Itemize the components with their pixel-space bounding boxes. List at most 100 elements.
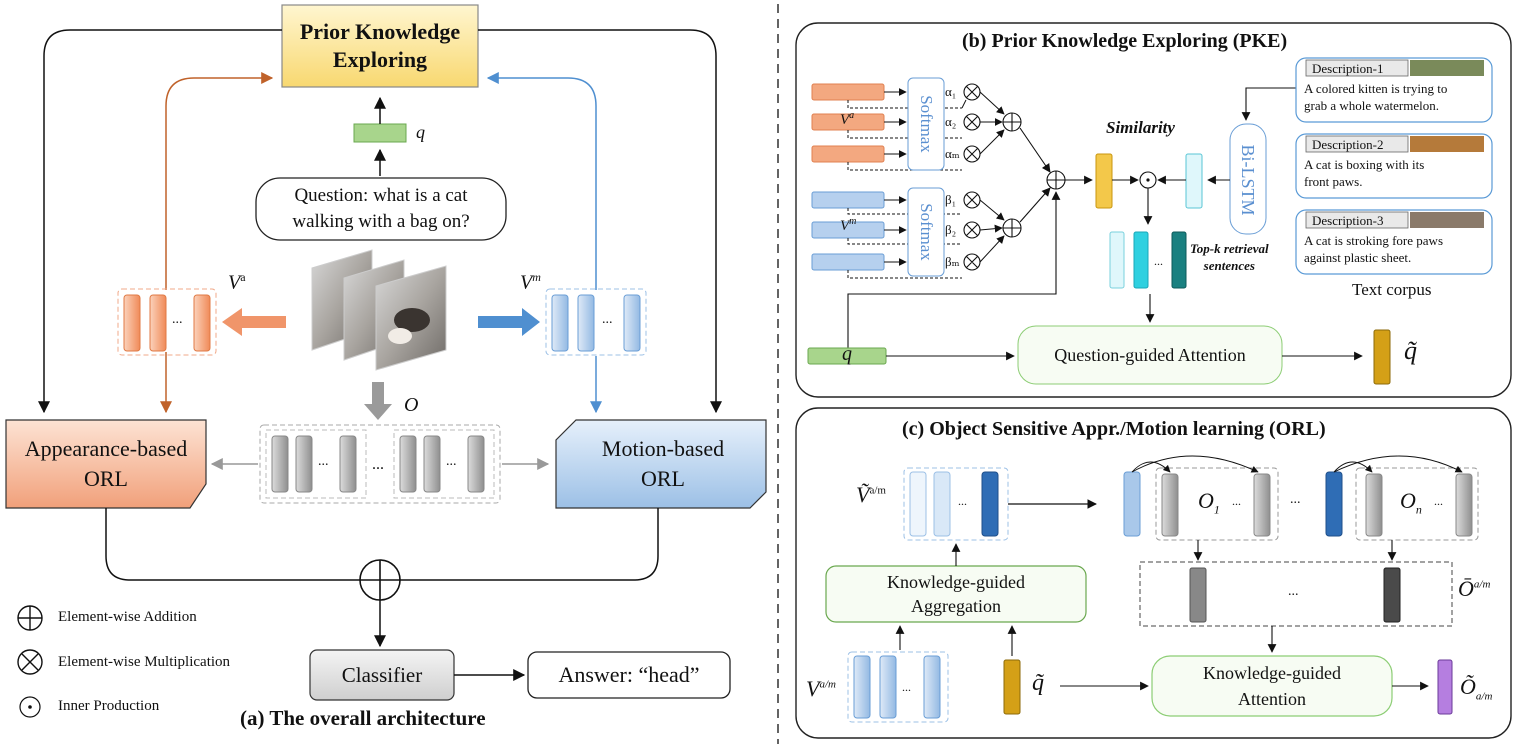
o-ellipsis-2: ... <box>372 456 384 473</box>
caption-a: (a) The overall architecture <box>240 706 486 730</box>
topk-feature <box>1171 231 1187 289</box>
on-label: On <box>1400 488 1422 517</box>
description-1-title: Description-1 <box>1312 61 1384 76</box>
va-ellipsis: ... <box>172 312 183 327</box>
topk-ellipsis: ... <box>1154 254 1163 268</box>
between-ellipsis: ... <box>1290 492 1301 507</box>
object-feature <box>467 435 485 493</box>
o-ellipsis-1: ... <box>318 454 329 469</box>
o1-label: O1 <box>1198 488 1220 517</box>
softmax-beta-box <box>907 187 945 277</box>
legend-mul-icon <box>17 649 43 675</box>
v-am-label: Va/m <box>806 676 836 701</box>
object-feature <box>399 435 417 493</box>
o-bar-label: Ōa/m <box>1458 576 1491 601</box>
legend-add-icon <box>17 605 43 631</box>
topk-label: Top-k retrieval sentences <box>1190 241 1269 273</box>
answer-text: Answer: “head” <box>558 662 700 687</box>
object-feature <box>339 435 357 493</box>
vm-feature <box>551 294 569 352</box>
o-tilde-label: Õa/m <box>1460 674 1493 703</box>
topk-feature <box>1109 231 1125 289</box>
vm-feature <box>623 294 641 352</box>
legend-inner-label: Inner Production <box>58 698 160 714</box>
loop-left <box>38 29 282 414</box>
inner-product-icon <box>1139 171 1157 189</box>
q-line <box>847 191 1061 350</box>
gray-down-arrow-icon <box>364 382 392 420</box>
q-tilde-label: q̃ <box>1404 336 1417 365</box>
description-2-text: A cat is boxing with its front paws. <box>1304 157 1425 189</box>
alpha-m: αₘ <box>945 146 960 161</box>
va-feature <box>123 294 141 352</box>
q-tilde-feature <box>1373 329 1391 385</box>
softmax-beta: Softmax <box>917 203 936 261</box>
question-box <box>255 177 507 241</box>
qga-text: Question-guided Attention <box>1054 344 1246 365</box>
beta-1: β₁ <box>945 192 957 207</box>
panel-c <box>795 407 1512 739</box>
description-1-text: A colored kitten is trying to grab a who… <box>1304 81 1448 113</box>
va-features-group <box>117 288 217 356</box>
blue-feedback <box>486 72 597 290</box>
o-tilde-feature <box>1437 659 1453 715</box>
loop-right <box>478 29 722 414</box>
vm-features-group <box>545 288 647 356</box>
bilstm-box <box>1229 123 1267 235</box>
panel-b <box>795 22 1512 398</box>
object-feature <box>271 435 289 493</box>
blue-arrow-icon <box>478 308 540 336</box>
legend-inner-icon <box>19 696 41 718</box>
object-features-group <box>259 424 501 504</box>
pke-title: Prior Knowledge Exploring <box>299 19 461 72</box>
video-frames <box>311 249 447 371</box>
pke-vm-label: Vm <box>840 216 857 234</box>
text-corpus-label: Text corpus <box>1352 280 1432 299</box>
orl-panel-title: (c) Object Sensitive Appr./Motion learni… <box>902 418 1326 440</box>
object-feature <box>295 435 313 493</box>
answer-box <box>527 651 731 699</box>
softmax-alpha: Softmax <box>917 95 936 153</box>
bilstm-label: Bi-LSTM <box>1238 144 1259 216</box>
pke-panel-title: (b) Prior Knowledge Exploring (PKE) <box>962 30 1288 52</box>
va-feature <box>149 294 167 352</box>
legend-add-label: Element-wise Addition <box>58 609 197 625</box>
similarity-label: Similarity <box>1106 118 1175 137</box>
addition-icons <box>1002 112 1066 238</box>
q-tilde-feature-c <box>1003 659 1021 715</box>
on-ellipsis: ... <box>1434 494 1443 508</box>
topk-feature <box>1133 231 1149 289</box>
v-tilde-ellipsis: ... <box>958 494 967 508</box>
appearance-orl-text: Appearance-based ORL <box>24 436 188 491</box>
panel-a <box>5 4 767 718</box>
beta-2: β₂ <box>945 222 957 237</box>
q-tilde-c-label: q̃ <box>1032 670 1044 696</box>
alpha-1: α₁ <box>945 84 957 99</box>
appearance-orl-box <box>5 419 207 509</box>
kg-aggregation-text: Knowledge-guided Aggregation <box>887 572 1025 616</box>
motion-to-add <box>400 508 659 581</box>
o-bar-ellipsis: ... <box>1288 584 1299 599</box>
description-3-text: A cat is stroking fore paws against plas… <box>1304 233 1444 265</box>
o-bar-group <box>1139 561 1453 627</box>
classifier-text: Classifier <box>341 662 423 687</box>
thumbnail-strip <box>1410 60 1484 228</box>
va-feature <box>193 294 211 352</box>
vm-feature <box>577 294 595 352</box>
motion-orl-text: Motion-based ORL <box>601 436 725 491</box>
pke-q-label: q <box>842 343 852 365</box>
v-tilde-label: Ṽa/m <box>856 482 886 507</box>
description-3-title: Description-3 <box>1312 213 1384 228</box>
object-feature <box>423 435 441 493</box>
question-text: Question: what is a cat walking with a b… <box>292 185 470 232</box>
description-2-title: Description-2 <box>1312 137 1384 152</box>
orange-arrow-icon <box>222 308 286 336</box>
legend-mul-label: Element-wise Multiplication <box>58 654 231 670</box>
o-label: O <box>404 394 419 416</box>
o-ellipsis-3: ... <box>446 454 457 469</box>
motion-orl-box <box>555 419 767 509</box>
softmax-alpha-box <box>907 77 945 171</box>
vm-label: Vm <box>520 270 541 294</box>
vm-ellipsis: ... <box>602 312 613 327</box>
